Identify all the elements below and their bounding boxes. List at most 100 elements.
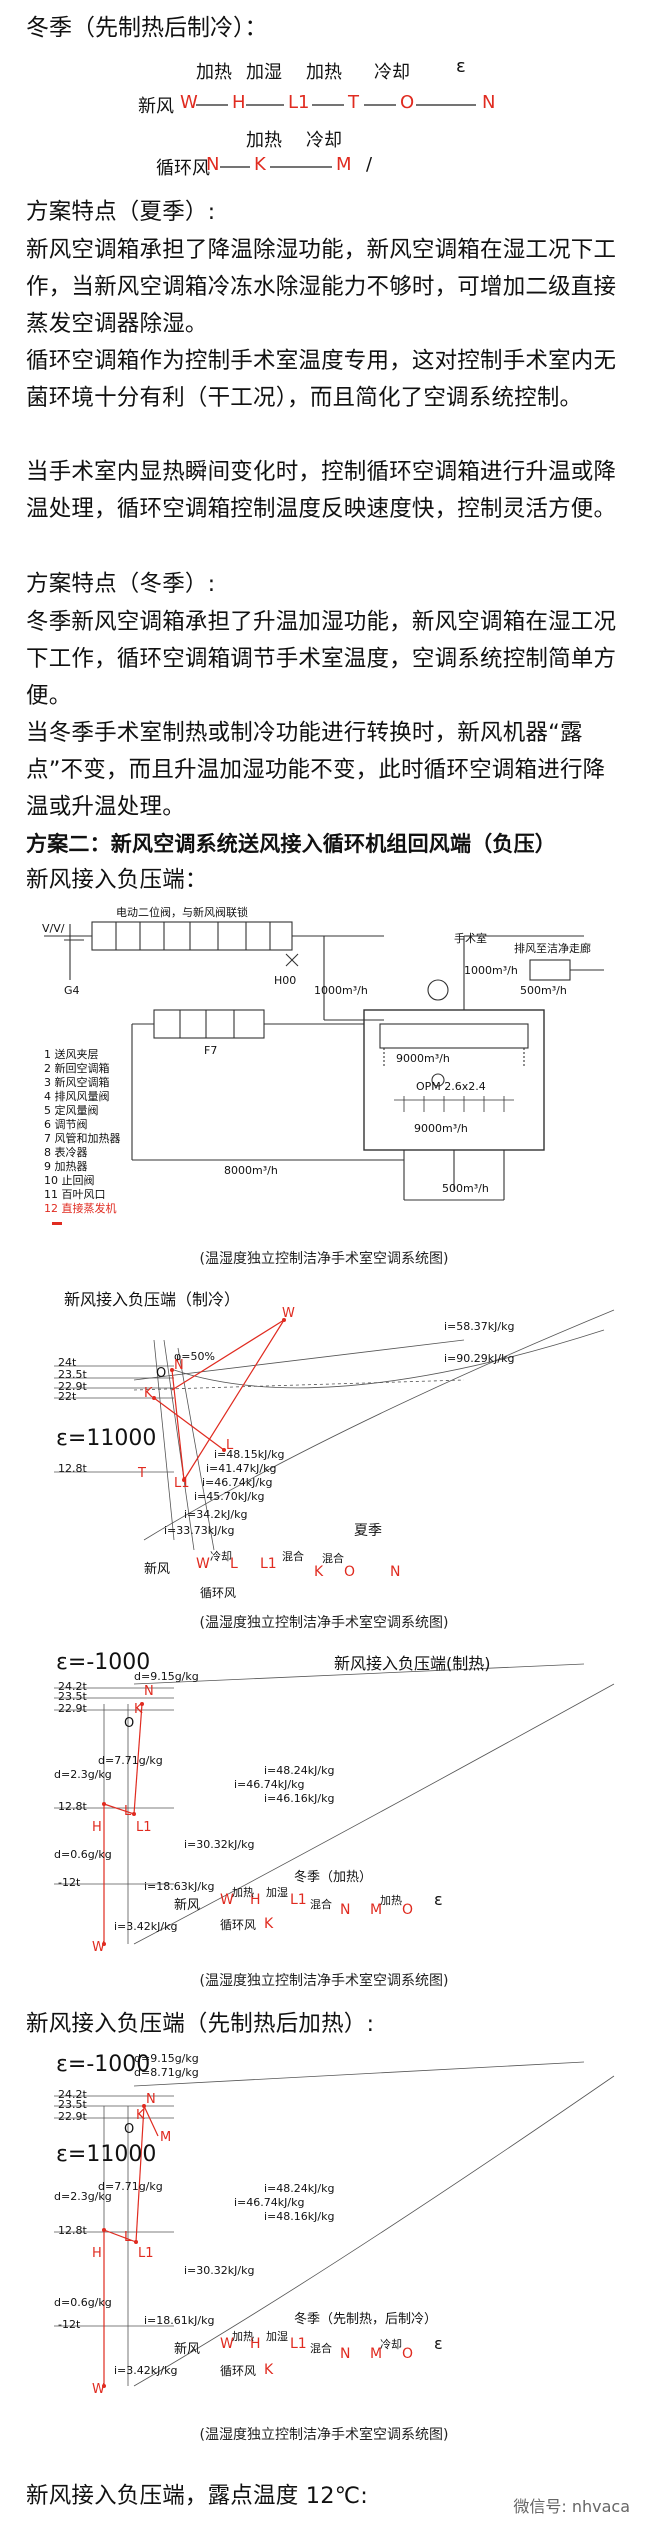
circ-point: M [336, 154, 352, 175]
state-point: L1 [136, 1820, 152, 1835]
legend-item: 9 加热器 [44, 1160, 88, 1173]
flow-circ-label: 循环风 [220, 2364, 257, 2378]
flow-fresh-label: 新风 [174, 1898, 201, 1913]
state-point: L [124, 2230, 132, 2245]
temp-tick: 24t [58, 1356, 77, 1369]
system-diagram-figure: 电动二位阀，与新风阀联锁 V/V/ G4 H00 F7 手术室 排风至洁净走廊 … [24, 900, 624, 1282]
season-label: 夏季 [354, 1523, 382, 1539]
circ-point: K [254, 154, 266, 175]
flow-step-label: 混合 [322, 1552, 344, 1565]
season-label: 冬季（加热） [294, 1870, 373, 1885]
flow-point: W [220, 1892, 234, 1908]
enthalpy-label: i=46.74kJ/kg [234, 2196, 305, 2209]
circulation-air-label: 循环风 [156, 158, 210, 179]
state-point: L [226, 1438, 234, 1453]
epsilon-symbol: ε [456, 56, 466, 77]
moisture-label: d=0.6g/kg [54, 1848, 112, 1861]
flow-point: N [390, 1564, 401, 1580]
moisture-label: d=0.6g/kg [54, 2296, 112, 2309]
flow-step-label: 加热 [232, 1886, 254, 1899]
flow-circ-label: 循环风 [200, 1586, 237, 1600]
epsilon-value: ε=-1000 [56, 2052, 151, 2077]
intro-title: 冬季（先制热后制冷）： [26, 15, 268, 41]
flow-circ-label: 循环风 [220, 1918, 257, 1932]
figure-caption: (温湿度独立控制洁净手术室空调系统图) [199, 2427, 449, 2443]
flow-point: M [370, 1902, 383, 1918]
state-point: H [92, 2246, 102, 2261]
temp-tick: 22.9t [58, 1380, 87, 1393]
filter-f7-label: F7 [204, 1044, 218, 1057]
proc-label: 冷却 [306, 130, 342, 151]
humidity-label: φ=50% [174, 1350, 215, 1363]
proc-label: 加湿 [246, 62, 282, 83]
enthalpy-label: i=18.61kJ/kg [144, 2314, 215, 2327]
enthalpy-label: i=30.32kJ/kg [184, 1838, 255, 1851]
airflow-label: 8000m³/h [224, 1164, 278, 1177]
flow-step-label: 加热 [380, 1894, 402, 1907]
fresh-air-label: 新风 [138, 96, 174, 117]
fresh-point: W [180, 92, 198, 113]
flow-point: H [250, 1892, 261, 1908]
psychro-chart-winter [54, 1663, 615, 1946]
flow-point: O [344, 1564, 356, 1580]
inlet-label: V/V/ [42, 922, 65, 935]
enthalpy-label: i=3.42kJ/kg [114, 2364, 178, 2377]
summer-paragraph-1: 新风空调箱承担了降温除湿功能，新风空调箱在湿工况下工作，当新风空调箱冷冻水除湿能… [26, 237, 617, 337]
temp-tick: 22.9t [58, 2110, 87, 2123]
flow-point: L1 [290, 2336, 307, 2352]
state-point: N [144, 1684, 154, 1699]
flow-step-label: 加湿 [266, 2330, 288, 2343]
psychro-chart-summer [54, 1309, 615, 1551]
flow-point: L [230, 1556, 238, 1572]
temp-tick: 23.5t [58, 1368, 87, 1381]
state-point: K [144, 1386, 153, 1401]
enthalpy-label: i=58.37kJ/kg [444, 1320, 515, 1333]
summer-paragraph-2: 循环空调箱作为控制手术室温度专用，这对控制手术室内无菌环境十分有利（干工况），而… [26, 348, 617, 411]
epsilon-value: ε=11000 [56, 1426, 157, 1451]
epsilon-value: ε=-1000 [56, 1650, 151, 1675]
state-point: K [136, 2108, 145, 2123]
airflow-label: 9000m³/h [414, 1122, 468, 1135]
airflow-label: 1000m³/h [314, 984, 368, 997]
chart-title: 新风接入负压端(制热) [334, 1654, 491, 1673]
flow-point: K [314, 1564, 324, 1580]
state-point: W [282, 1306, 295, 1321]
fresh-point: T [348, 92, 359, 113]
enthalpy-label: i=3.42kJ/kg [114, 1920, 178, 1933]
temp-tick: 22t [58, 1390, 77, 1403]
state-point: O [156, 1366, 167, 1381]
enthalpy-label: i=90.29kJ/kg [444, 1352, 515, 1365]
enthalpy-label: i=34.2kJ/kg [184, 1508, 248, 1521]
temp-tick: 12.8t [58, 1462, 87, 1475]
flow-point: N [340, 1902, 351, 1918]
proc-label: 加热 [306, 62, 342, 83]
flow-point: K [264, 2362, 274, 2378]
moisture-label: d=8.71g/kg [134, 2066, 199, 2079]
flow-fresh-label: 新风 [174, 2342, 201, 2357]
temp-tick: 24.2t [58, 2088, 87, 2101]
psychro-chart-preheat [54, 2061, 615, 2388]
state-point: W [92, 1940, 105, 1955]
room-label: 手术室 [454, 932, 487, 945]
enthalpy-label: i=48.15kJ/kg [214, 1448, 285, 1461]
system-diagram [44, 921, 604, 1225]
airflow-label: 500m³/h [520, 984, 567, 997]
legend-item: 10 止回阀 [44, 1174, 95, 1187]
state-point: N [146, 2092, 156, 2107]
flow-point: M [370, 2346, 383, 2362]
temp-tick: 23.5t [58, 2098, 87, 2111]
enthalpy-label: i=48.16kJ/kg [264, 2210, 335, 2223]
flow-point: O [402, 2346, 414, 2362]
moisture-label: d=2.3g/kg [54, 1768, 112, 1781]
summer-psychrometric-figure: 新风接入负压端（制冷） ε=11000 φ=50% 24t 23.5t 22.9… [24, 1280, 624, 1642]
state-point: O [124, 1716, 135, 1731]
enthalpy-label: i=46.74kJ/kg [234, 1778, 305, 1791]
wechat-watermark: 微信号: nhvaca [513, 2497, 630, 2516]
temp-tick: -12t [58, 1876, 81, 1889]
figure-caption: (温湿度独立控制洁净手术室空调系统图) [199, 1973, 449, 1989]
state-point: W [92, 2382, 105, 2397]
summer-features-title: 方案特点（夏季）: [26, 199, 216, 225]
legend-item: 3 新风空调箱 [44, 1076, 110, 1089]
fresh-air-negative-subtitle: 新风接入负压端： [26, 867, 208, 893]
filter-h00-label: H00 [274, 974, 297, 987]
